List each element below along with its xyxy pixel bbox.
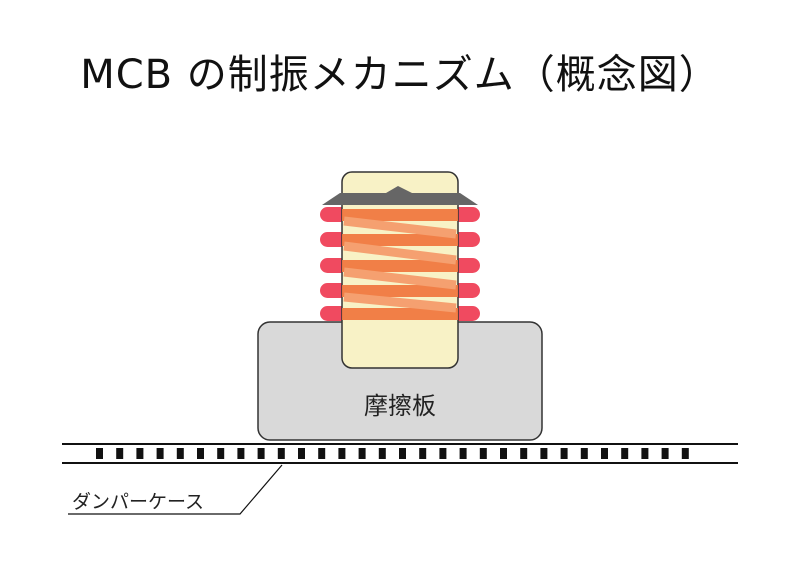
damper-case-mark: [681, 448, 689, 459]
top-cap: [322, 186, 478, 205]
damper-case-label: ダンパーケース: [72, 491, 204, 513]
damper-case-callout-line: [68, 464, 283, 515]
damper-case-mark: [641, 448, 649, 459]
damper-case-mark: [479, 448, 487, 459]
damper-case-mark: [156, 448, 164, 459]
damper-case-mark: [560, 448, 568, 459]
damper-case-mark: [580, 448, 588, 459]
damper-case-mark: [601, 448, 608, 459]
damper-case-mark: [197, 448, 204, 459]
damper-case-mark: [338, 448, 346, 459]
damper-case-mark: [358, 448, 366, 459]
damper-case-mark: [277, 448, 285, 459]
damper-case-pattern: [96, 448, 689, 459]
damper-case-mark: [298, 448, 305, 459]
damper-case-mark: [176, 448, 184, 459]
damper-case-mark: [520, 448, 528, 459]
damper-case-mark: [378, 448, 386, 459]
damper-case-mark: [439, 448, 447, 459]
coil-front: [342, 209, 458, 320]
damper-case-mark: [257, 448, 265, 459]
damper-case-mark: [318, 448, 326, 459]
damper-case-mark: [661, 448, 669, 459]
friction-plate-label: 摩擦板: [364, 392, 436, 420]
damper-case-mark: [136, 448, 144, 459]
damper-case-mark: [96, 448, 103, 459]
diagram-title: MCB の制振メカニズム（概念図）: [80, 52, 720, 98]
damper-case-mark: [237, 448, 245, 459]
damper-case-mark: [217, 448, 225, 459]
damper-case-mark: [540, 448, 548, 459]
damper-case-mark: [116, 448, 124, 459]
damper-case-mark: [459, 448, 467, 459]
damper-case-mark: [399, 448, 406, 459]
damper-case-mark: [500, 448, 507, 459]
damper-case-mark: [621, 448, 629, 459]
damper-case-mark: [419, 448, 427, 459]
